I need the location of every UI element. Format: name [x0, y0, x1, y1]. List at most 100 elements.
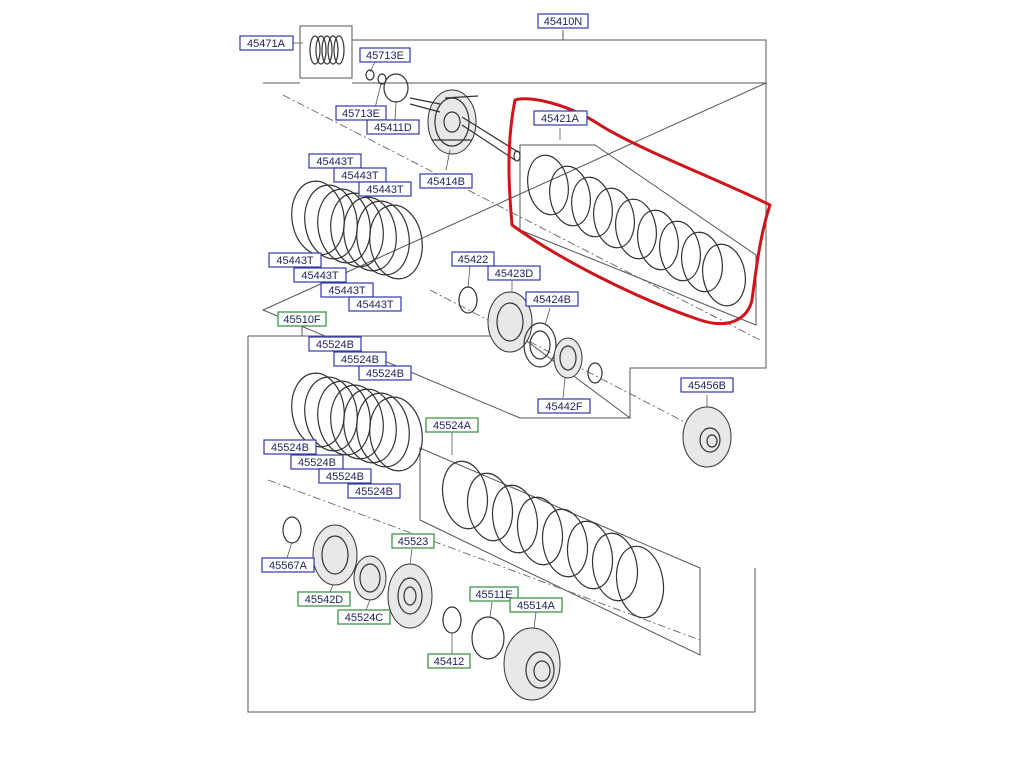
part-label[interactable]: 45443T — [308, 153, 362, 169]
small-ring-2 — [377, 73, 387, 85]
snap-ring-small — [587, 362, 603, 384]
seal-45442F — [553, 337, 583, 379]
svg-text:45410N: 45410N — [544, 16, 583, 28]
part-label[interactable]: 45524A — [425, 417, 479, 433]
part-label[interactable]: 45542D — [297, 591, 351, 607]
part-label[interactable]: 45567A — [261, 557, 315, 573]
part-label[interactable]: 45524B — [358, 365, 412, 381]
snap-ring-45411D — [383, 73, 409, 103]
highlight-outline — [507, 97, 772, 326]
part-label[interactable]: 45524B — [263, 439, 317, 455]
part-label[interactable]: 45471A — [239, 35, 294, 51]
svg-text:45456B: 45456B — [688, 380, 726, 392]
svg-text:45524B: 45524B — [355, 486, 393, 498]
center-axis-lower — [267, 479, 701, 641]
gear-shaft-45414B — [409, 89, 521, 162]
retainer-45523 — [387, 563, 433, 629]
clutch-pack-45524A — [441, 460, 665, 619]
piston-45567A-plate — [312, 524, 358, 586]
part-label[interactable]: 45524B — [347, 483, 401, 499]
svg-text:45422: 45422 — [458, 254, 489, 266]
piston-springs-45524B — [291, 372, 423, 472]
part-label[interactable]: 45443T — [268, 252, 322, 268]
svg-text:45443T: 45443T — [276, 255, 314, 267]
gear-hub-45514A — [503, 627, 561, 701]
svg-text:45424B: 45424B — [533, 294, 571, 306]
svg-text:45443T: 45443T — [366, 184, 404, 196]
svg-text:45443T: 45443T — [341, 170, 379, 182]
svg-text:45524A: 45524A — [433, 420, 472, 432]
part-label[interactable]: 45713E — [359, 47, 411, 63]
svg-text:45471A: 45471A — [247, 38, 286, 50]
group-label[interactable]: 45410N — [537, 13, 589, 29]
snap-ring-45511E — [471, 616, 505, 660]
svg-text:45443T: 45443T — [328, 285, 366, 297]
part-label[interactable]: 45524B — [333, 351, 387, 367]
snap-ring-45412 — [442, 606, 462, 634]
svg-text:45524B: 45524B — [341, 354, 379, 366]
part-label[interactable]: 45524C — [337, 609, 391, 625]
svg-text:45411D: 45411D — [374, 122, 412, 134]
part-label[interactable]: 45412 — [427, 653, 471, 669]
part-label[interactable]: 45524B — [290, 454, 344, 470]
svg-text:45524B: 45524B — [316, 339, 354, 351]
part-label[interactable]: 45713E — [335, 105, 387, 121]
svg-text:45443T: 45443T — [316, 156, 354, 168]
svg-text:45524B: 45524B — [366, 368, 404, 380]
part-label[interactable]: 45423D — [487, 265, 541, 281]
part-label[interactable]: 45422 — [451, 251, 495, 267]
svg-text:45524B: 45524B — [298, 457, 336, 469]
clutch-pack-upper-frame — [519, 144, 757, 326]
svg-text:45421A: 45421A — [541, 113, 580, 125]
center-axis-mid — [429, 289, 701, 431]
part-label[interactable]: 45514A — [509, 597, 563, 613]
gear-hub-45456B — [682, 406, 732, 468]
svg-text:45542D: 45542D — [305, 594, 344, 606]
leader-lines — [286, 42, 708, 654]
spring-pack-45471A — [309, 35, 345, 65]
svg-text:45567A: 45567A — [269, 560, 308, 572]
part-label[interactable]: 45523 — [391, 533, 435, 549]
svg-text:45442F: 45442F — [545, 401, 583, 413]
small-ring-1 — [365, 69, 375, 81]
piston-springs-45443T — [291, 180, 423, 280]
part-label[interactable]: 45511E — [469, 586, 519, 602]
svg-text:45524B: 45524B — [271, 442, 309, 454]
group-label[interactable]: 45510F — [277, 311, 327, 327]
part-label[interactable]: 45524B — [308, 336, 362, 352]
clutch-pack-lower-frame — [419, 447, 701, 656]
svg-text:45510F: 45510F — [283, 314, 321, 326]
one-way-clutch-45542D — [353, 555, 387, 601]
part-label[interactable]: 45411D — [366, 119, 420, 135]
clutch-pack-45421A — [527, 154, 746, 307]
svg-text:45713E: 45713E — [342, 108, 380, 120]
part-label[interactable]: 45443T — [333, 167, 387, 183]
part-label[interactable]: 45524B — [318, 468, 372, 484]
svg-text:45713E: 45713E — [366, 50, 404, 62]
svg-text:45414B: 45414B — [427, 176, 465, 188]
svg-text:45514A: 45514A — [517, 600, 556, 612]
svg-text:45524B: 45524B — [326, 471, 364, 483]
part-label[interactable]: 45443T — [348, 296, 402, 312]
svg-text:45523: 45523 — [398, 536, 429, 548]
piston-45423D — [487, 291, 533, 353]
snap-ring-45422 — [458, 286, 478, 314]
spring-pack-box — [299, 25, 353, 79]
center-axis-upper — [282, 94, 761, 341]
part-labels: 45410N 45510F 45471A 45713E 45713E 45411… — [239, 13, 734, 669]
part-label[interactable]: 45443T — [320, 282, 374, 298]
part-label[interactable]: 45421A — [533, 110, 588, 126]
part-label[interactable]: 45456B — [680, 377, 734, 393]
svg-text:45443T: 45443T — [301, 270, 339, 282]
part-label[interactable]: 45443T — [358, 181, 412, 197]
svg-text:45412: 45412 — [434, 656, 465, 668]
svg-text:45423D: 45423D — [495, 268, 534, 280]
svg-text:45524C: 45524C — [345, 612, 384, 624]
part-label[interactable]: 45414B — [419, 173, 473, 189]
part-label[interactable]: 45443T — [293, 267, 347, 283]
svg-text:45443T: 45443T — [356, 299, 394, 311]
spring-retainer-45424B — [523, 322, 557, 368]
part-label[interactable]: 45424B — [525, 291, 579, 307]
part-label[interactable]: 45442F — [537, 398, 591, 414]
